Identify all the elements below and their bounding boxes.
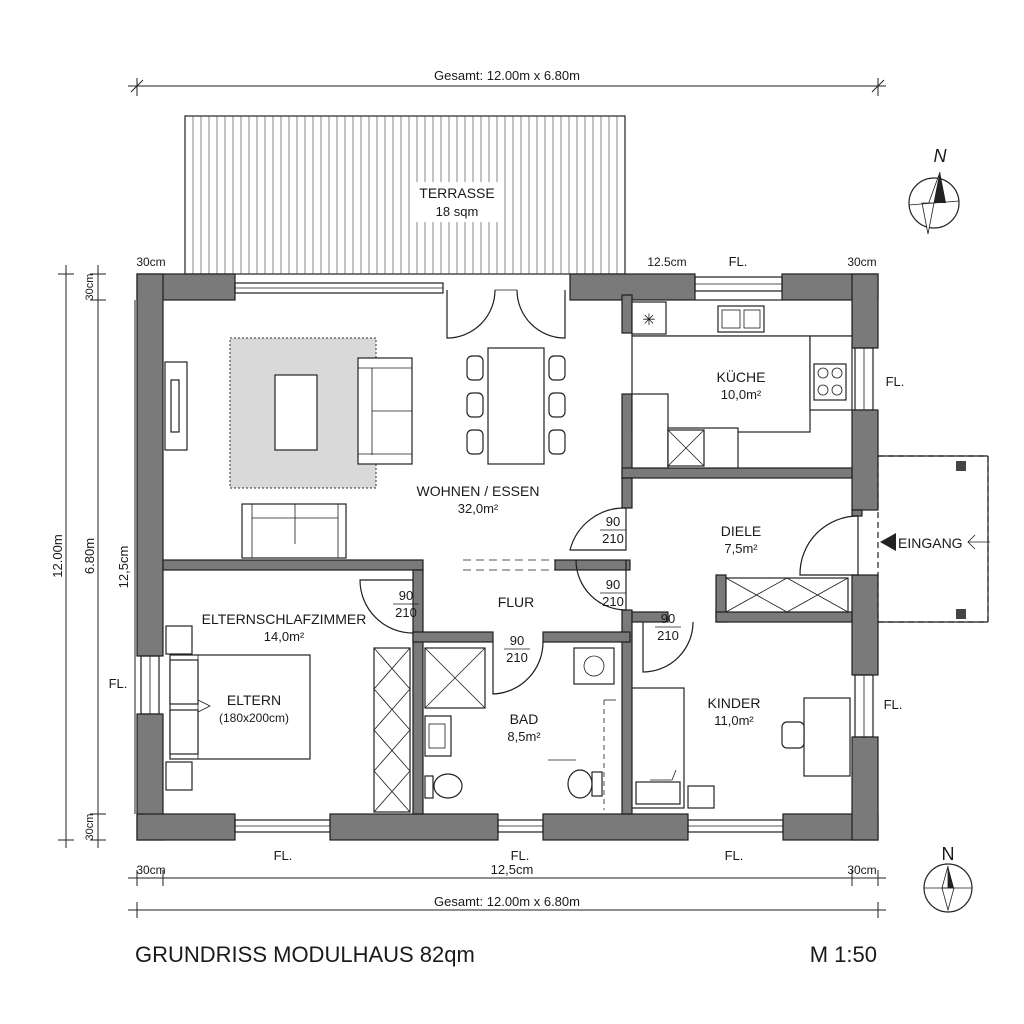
room-kueche-area: 10,0m² — [721, 387, 762, 402]
dim-125-top: 12.5cm — [647, 255, 686, 269]
svg-text:210: 210 — [602, 594, 624, 609]
bedroom-furniture — [165, 625, 411, 813]
exterior-walls — [136, 273, 879, 841]
window-label: FL. — [274, 848, 293, 863]
window-label: FL. — [886, 374, 905, 389]
svg-text:90: 90 — [606, 514, 620, 529]
door-label: 90 210 — [600, 514, 626, 546]
room-eltern-name: ELTERNSCHLAFZIMMER — [202, 611, 367, 627]
dim-30-top-right: 30cm — [847, 255, 876, 269]
dim-inner-bottom: 12,5cm — [491, 862, 534, 877]
door-label: 90 210 — [600, 577, 626, 609]
window-label: FL. — [725, 848, 744, 863]
room-kinder-name: KINDER — [708, 695, 761, 711]
dim-30-left-top: 30cm — [84, 274, 96, 301]
kids-furniture — [631, 687, 851, 809]
entrance-arrow-icon — [880, 533, 896, 551]
window-labels: FL. FL. FL. FL. FL. FL. FL. — [109, 254, 905, 863]
room-diele-name: DIELE — [721, 523, 761, 539]
kitchen-furniture: ✳ — [631, 299, 853, 469]
svg-text:90: 90 — [661, 611, 675, 626]
svg-text:210: 210 — [602, 531, 624, 546]
room-diele-area: 7,5m² — [724, 541, 758, 556]
dim-125-left: 12,5cm — [116, 546, 131, 589]
room-kueche-name: KÜCHE — [716, 368, 765, 385]
svg-text:90: 90 — [606, 577, 620, 592]
dimension-lines: Gesamt: 12.00m x 6.80m 30cm 12.5cm 30cm … — [50, 68, 886, 918]
bed-name: ELTERN — [227, 692, 281, 708]
door-label: 90 210 — [655, 611, 681, 643]
dim-overall-bottom: Gesamt: 12.00m x 6.80m — [434, 894, 580, 909]
window-label: FL. — [511, 848, 530, 863]
window-label: FL. — [109, 676, 128, 691]
svg-text:90: 90 — [510, 633, 524, 648]
window-label: FL. — [884, 697, 903, 712]
bed-size: (180x200cm) — [219, 711, 289, 725]
living-furniture — [164, 337, 566, 559]
door-labels: 90 210 90 210 90 210 90 210 90 210 — [393, 514, 681, 665]
window-label: FL. — [729, 254, 748, 269]
compass-icon — [908, 171, 960, 235]
svg-text:✳: ✳ — [642, 312, 655, 329]
terrace-area: 18 sqm — [436, 204, 479, 219]
dim-30-left-bottom: 30cm — [84, 814, 96, 841]
room-flur-name: FLUR — [498, 594, 535, 610]
north-label-bottom: N — [942, 844, 955, 864]
door-label: 90 210 — [504, 633, 530, 665]
north-label-top: N — [934, 146, 948, 166]
svg-text:210: 210 — [395, 605, 417, 620]
terrace-name: TERRASSE — [419, 185, 494, 201]
entrance-canopy: EINGANG — [877, 455, 990, 623]
entrance-label: EINGANG — [898, 535, 963, 551]
dim-width-left: 6.80m — [82, 538, 97, 574]
drawing-scale: M 1:50 — [810, 942, 877, 967]
north-arrow-bottom: N — [923, 844, 973, 913]
room-wohnen-name: WOHNEN / ESSEN — [417, 483, 540, 499]
svg-text:90: 90 — [399, 588, 413, 603]
terrace: TERRASSE 18 sqm — [184, 115, 626, 275]
drawing-title: GRUNDRISS MODULHAUS 82qm — [135, 942, 475, 967]
door-label: 90 210 — [393, 588, 419, 620]
room-kinder-area: 11,0m² — [714, 713, 754, 728]
dim-30-bottom-right: 30cm — [847, 863, 876, 877]
room-bad-name: BAD — [510, 711, 539, 727]
room-eltern-area: 14,0m² — [264, 629, 305, 644]
compass-icon — [924, 865, 972, 912]
room-wohnen-area: 32,0m² — [458, 501, 499, 516]
dim-length-left: 12.00m — [50, 534, 65, 577]
dim-30-bottom-left: 30cm — [136, 863, 165, 877]
svg-text:210: 210 — [657, 628, 679, 643]
north-arrow-top: N — [908, 146, 960, 235]
room-bad-area: 8,5m² — [507, 729, 541, 744]
doors — [359, 289, 859, 695]
dim-30-top-left: 30cm — [136, 255, 165, 269]
interior-walls — [162, 294, 863, 815]
room-labels: WOHNEN / ESSEN 32,0m² KÜCHE 10,0m² DIELE… — [202, 368, 766, 744]
svg-text:210: 210 — [506, 650, 528, 665]
bathroom-furniture — [424, 647, 616, 810]
diele-wardrobe — [725, 577, 849, 613]
dim-overall-top: Gesamt: 12.00m x 6.80m — [434, 68, 580, 83]
